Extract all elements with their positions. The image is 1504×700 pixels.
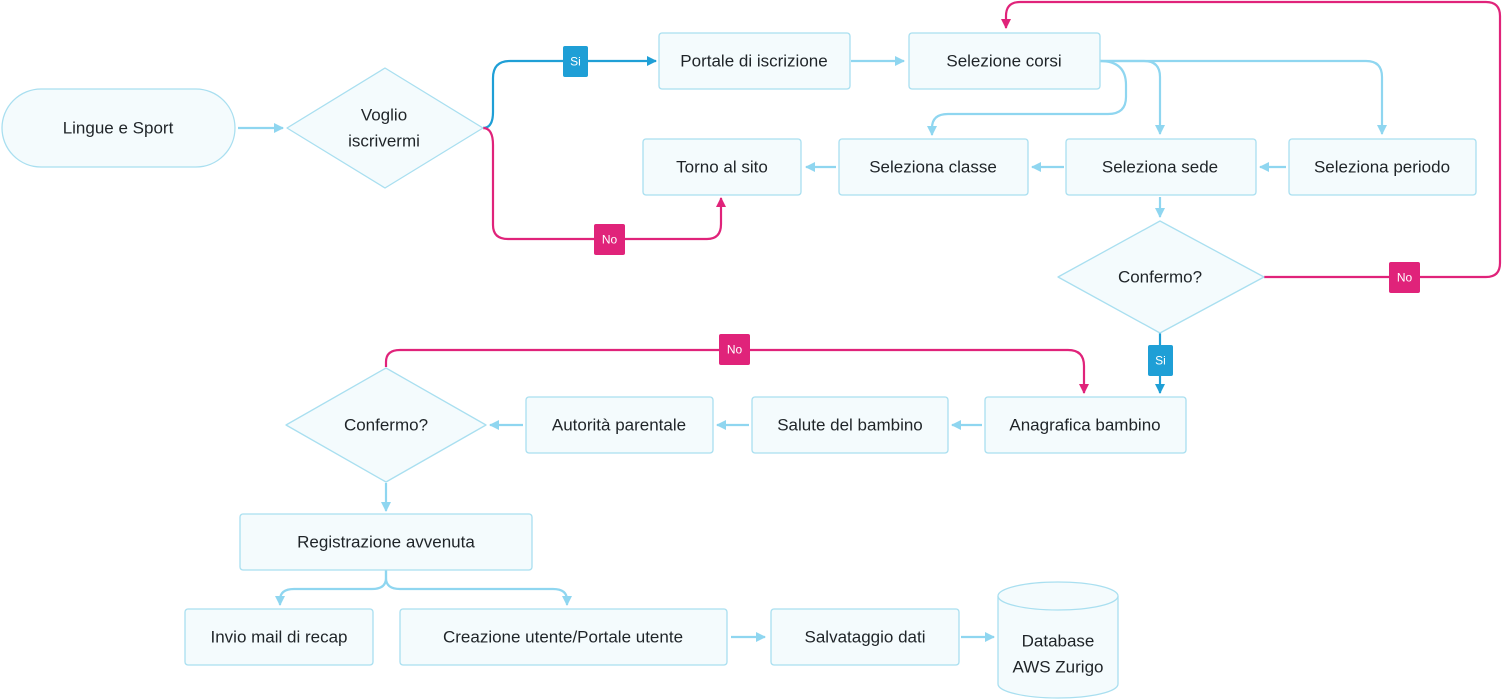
node-seleziona-sede-label: Seleziona sede	[1102, 158, 1218, 177]
node-selezione-corsi-label: Selezione corsi	[946, 52, 1061, 71]
node-seleziona-periodo: Seleziona periodo	[1288, 138, 1477, 196]
badge-no-confermo-1-label: No	[1397, 271, 1413, 285]
edge-corsi-to-periodo	[1100, 59, 1387, 135]
edge-corsi-to-classe	[927, 59, 1128, 136]
node-confermo-1-label: Confermo?	[1118, 268, 1202, 287]
node-database-label-line2: AWS Zurigo	[1012, 658, 1103, 677]
badge-si-voglio: Si	[563, 46, 588, 77]
node-seleziona-classe: Seleziona classe	[838, 138, 1029, 196]
node-salute-bambino: Salute del bambino	[751, 396, 949, 454]
node-confermo-2-label: Confermo?	[344, 416, 428, 435]
node-lingue-e-sport-label: Lingue e Sport	[63, 119, 174, 138]
badge-si-confermo-1: Si	[1148, 345, 1173, 376]
node-creazione-utente: Creazione utente/Portale utente	[399, 608, 728, 666]
badge-si-confermo-1-label: Si	[1155, 354, 1166, 368]
node-selezione-corsi: Selezione corsi	[908, 32, 1101, 90]
node-torno-al-sito: Torno al sito	[642, 138, 802, 196]
node-invio-mail: Invio mail di recap	[184, 608, 374, 666]
edge-corsi-to-sede	[1100, 59, 1165, 135]
node-seleziona-periodo-label: Seleziona periodo	[1314, 158, 1450, 177]
node-torno-label: Torno al sito	[676, 158, 768, 177]
node-autorita-parentale: Autorità parentale	[525, 396, 714, 454]
node-confermo-2: Confermo?	[285, 367, 487, 483]
node-voglio-label-line2: iscrivermi	[348, 132, 420, 151]
badge-no-voglio-label: No	[602, 233, 618, 247]
node-seleziona-classe-label: Seleziona classe	[869, 158, 997, 177]
badge-no-voglio: No	[594, 224, 625, 255]
edge-confermo-no-to-corsi	[1001, 0, 1502, 279]
node-salute-label: Salute del bambino	[777, 416, 923, 435]
node-registrazione-label: Registrazione avvenuta	[297, 533, 475, 552]
node-autorita-label: Autorità parentale	[552, 416, 686, 435]
node-lingue-e-sport: Lingue e Sport	[1, 88, 236, 168]
badge-si-voglio-label: Si	[570, 55, 581, 69]
node-anagrafica-bambino: Anagrafica bambino	[984, 396, 1187, 454]
edge-registrazione-to-creazione	[384, 570, 572, 606]
badge-no-confermo-2-label: No	[727, 343, 743, 357]
node-voglio-label-line1: Voglio	[361, 106, 407, 125]
node-invio-mail-label: Invio mail di recap	[210, 628, 347, 647]
edge-decision-no-to-torno	[482, 126, 726, 241]
node-database: Database AWS Zurigo	[997, 581, 1119, 699]
node-portale-label: Portale di iscrizione	[680, 52, 827, 71]
node-voglio-iscrivermi: Voglio iscrivermi	[286, 67, 484, 189]
node-salvataggio-label: Salvataggio dati	[805, 628, 926, 647]
edge-decision-yes-to-portale	[482, 56, 657, 130]
node-confermo-1: Confermo?	[1057, 220, 1265, 334]
node-registrazione-avvenuta: Registrazione avvenuta	[239, 513, 533, 571]
node-anagrafica-label: Anagrafica bambino	[1009, 416, 1160, 435]
node-salvataggio-dati: Salvataggio dati	[770, 608, 960, 666]
edge-registrazione-to-invio	[275, 570, 388, 606]
badge-no-confermo-2: No	[719, 334, 750, 365]
node-seleziona-sede: Seleziona sede	[1065, 138, 1257, 196]
badge-no-confermo-1: No	[1389, 262, 1420, 293]
node-database-label-line1: Database	[1022, 632, 1095, 651]
node-portale-iscrizione: Portale di iscrizione	[658, 32, 851, 90]
node-creazione-label: Creazione utente/Portale utente	[443, 628, 683, 647]
